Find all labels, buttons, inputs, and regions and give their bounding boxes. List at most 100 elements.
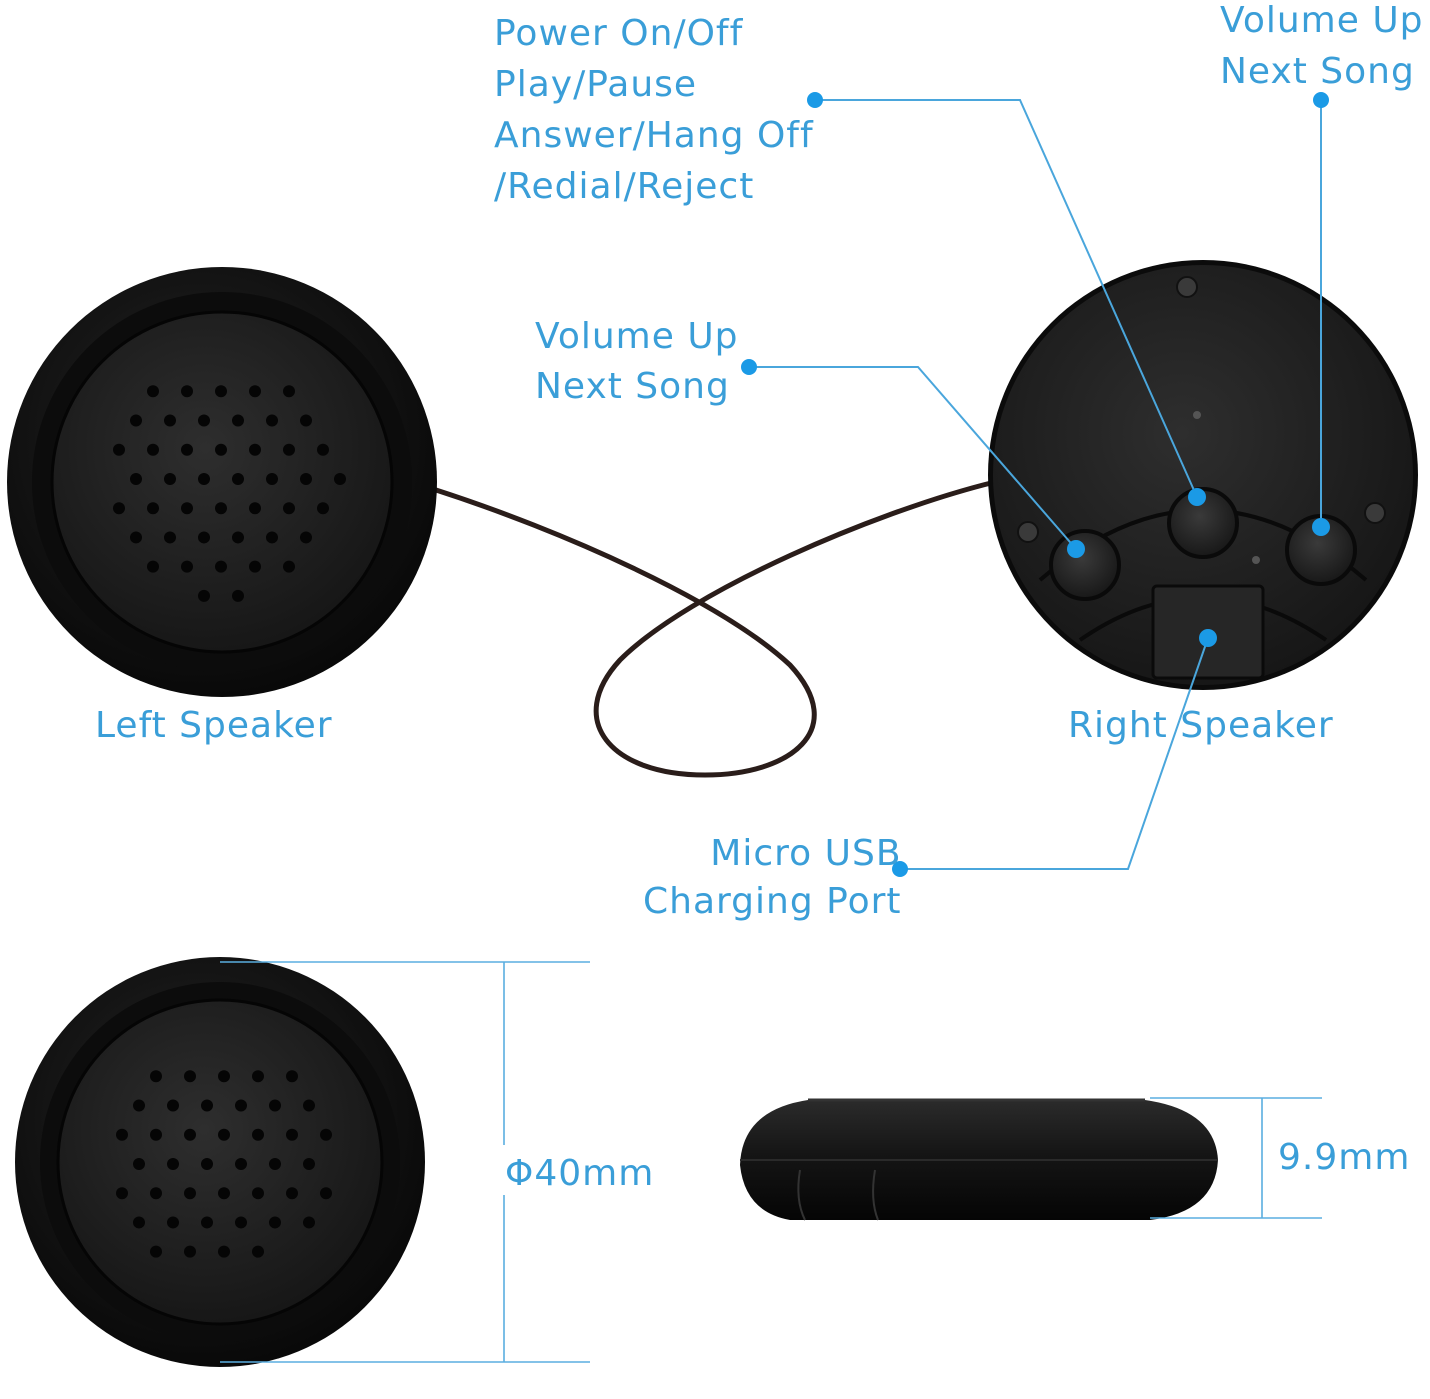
- callout-micro-usb: [892, 629, 1217, 877]
- grille-hole: [150, 1187, 162, 1200]
- grille-hole: [232, 589, 244, 602]
- callout-power: [807, 92, 1206, 506]
- callout-volume-middle: [741, 359, 1085, 558]
- volume-down-button: [1049, 529, 1121, 601]
- grille-hole: [235, 1099, 247, 1112]
- grille-hole: [133, 1157, 145, 1170]
- grille-hole: [201, 1157, 213, 1170]
- grille-hole: [283, 443, 295, 456]
- grille-hole: [215, 385, 227, 398]
- grille-hole: [184, 1128, 196, 1141]
- diameter-dimension: [220, 961, 590, 1363]
- grille-hole: [252, 1070, 264, 1083]
- grille-hole: [218, 1128, 230, 1141]
- grille-hole: [130, 531, 142, 544]
- grille-hole: [232, 414, 244, 427]
- callout-volume-top-right: [1312, 92, 1330, 536]
- grille-hole: [184, 1245, 196, 1258]
- grille-hole: [133, 1216, 145, 1229]
- grille-hole: [181, 443, 193, 456]
- thickness-dimension: [1150, 1097, 1322, 1219]
- grille-hole: [252, 1128, 264, 1141]
- grille-hole: [266, 472, 278, 485]
- grille-hole: [198, 414, 210, 427]
- grille-hole: [283, 560, 295, 573]
- grille-hole: [167, 1216, 179, 1229]
- grille-hole: [235, 1216, 247, 1229]
- grille-hole: [150, 1070, 162, 1083]
- grille-hole: [320, 1128, 332, 1141]
- grille-hole: [269, 1157, 281, 1170]
- grille-hole: [269, 1099, 281, 1112]
- grille-hole: [198, 589, 210, 602]
- grille-hole: [198, 472, 210, 485]
- grille-hole: [113, 502, 125, 515]
- grille-hole: [184, 1187, 196, 1200]
- micro-usb-label: Micro USB Charging Port: [643, 833, 902, 922]
- grille-hole: [181, 560, 193, 573]
- right-speaker-label: Right Speaker: [1068, 705, 1334, 746]
- grille-hole: [198, 531, 210, 544]
- right-speaker: [988, 260, 1418, 690]
- grille-hole: [116, 1128, 128, 1141]
- grille-hole: [215, 502, 227, 515]
- connecting-cable: [433, 479, 998, 778]
- grille-hole: [252, 1187, 264, 1200]
- grille-hole: [303, 1157, 315, 1170]
- grille-hole: [266, 531, 278, 544]
- grille-hole: [167, 1099, 179, 1112]
- grille-hole: [317, 443, 329, 456]
- grille-hole: [269, 1216, 281, 1229]
- grille-hole: [303, 1099, 315, 1112]
- grille-hole: [252, 1245, 264, 1258]
- grille-hole: [113, 443, 125, 456]
- grille-hole: [215, 560, 227, 573]
- grille-hole: [164, 531, 176, 544]
- grille-hole: [130, 414, 142, 427]
- grille-hole: [181, 385, 193, 398]
- left-speaker: [7, 267, 437, 697]
- screw-icon: [1364, 502, 1386, 524]
- grille-hole: [320, 1187, 332, 1200]
- grille-hole: [286, 1187, 298, 1200]
- grille-hole: [249, 502, 261, 515]
- grille-hole: [249, 560, 261, 573]
- grille-hole: [147, 385, 159, 398]
- power-label: Power On/Off Play/Pause Answer/Hang Off …: [494, 13, 814, 207]
- diameter-label: Φ40mm: [505, 1153, 655, 1194]
- grille-hole: [300, 472, 312, 485]
- grille-hole: [184, 1070, 196, 1083]
- grille-hole: [235, 1157, 247, 1170]
- speaker-grille: [116, 1070, 332, 1258]
- grille-hole: [164, 472, 176, 485]
- grille-hole: [218, 1187, 230, 1200]
- volume-up-middle-label: Volume Up Next Song: [535, 316, 739, 407]
- grille-hole: [116, 1187, 128, 1200]
- grille-hole: [286, 1128, 298, 1141]
- power-button: [1167, 487, 1239, 559]
- speaker-grille: [113, 385, 346, 602]
- grille-hole: [232, 472, 244, 485]
- speaker-side-view: [740, 1098, 1218, 1221]
- thickness-label: 9.9mm: [1278, 1137, 1411, 1178]
- grille-hole: [167, 1157, 179, 1170]
- screw-icon: [1176, 276, 1198, 298]
- grille-hole: [218, 1245, 230, 1258]
- grille-hole: [201, 1099, 213, 1112]
- grille-hole: [150, 1128, 162, 1141]
- grille-hole: [133, 1099, 145, 1112]
- grille-hole: [249, 385, 261, 398]
- volume-up-top-label: Volume Up Next Song: [1220, 0, 1424, 92]
- grille-hole: [232, 531, 244, 544]
- grille-hole: [215, 443, 227, 456]
- grille-hole: [150, 1245, 162, 1258]
- grille-hole: [283, 502, 295, 515]
- grille-hole: [286, 1070, 298, 1083]
- grille-hole: [201, 1216, 213, 1229]
- grille-hole: [283, 385, 295, 398]
- grille-hole: [164, 414, 176, 427]
- grille-hole: [147, 443, 159, 456]
- grille-hole: [266, 414, 278, 427]
- grille-hole: [317, 502, 329, 515]
